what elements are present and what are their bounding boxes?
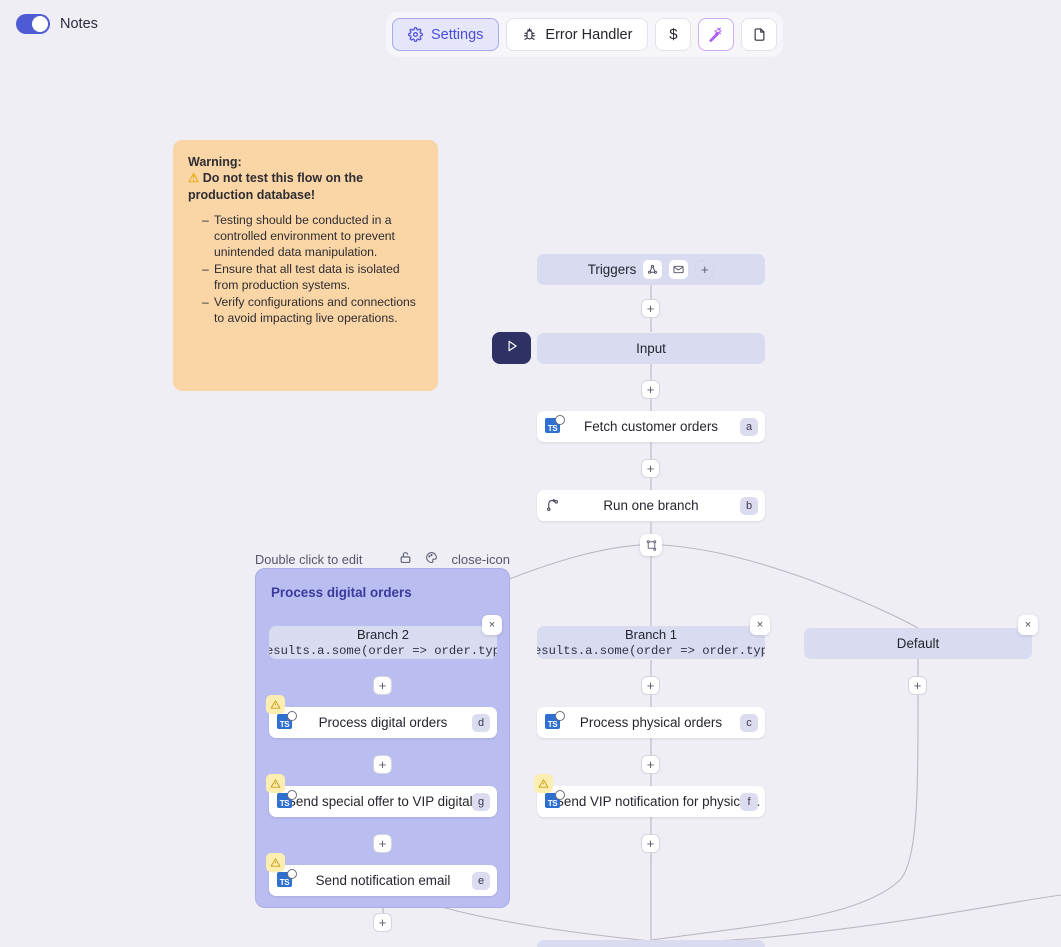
add-node-button[interactable]: + [373, 676, 392, 695]
merge-node-partial[interactable] [537, 940, 765, 947]
input-label: Input [636, 341, 666, 356]
typescript-icon: TS [277, 711, 297, 731]
group-hint-label: Double click to edit [255, 551, 363, 567]
branch-expression: results.a.some(order => order.type [537, 643, 765, 658]
typescript-icon: TS [545, 790, 565, 810]
node-label: Send special offer to VIP digital c... [287, 794, 495, 809]
note-headline: Do not test this flow on the production … [188, 171, 364, 202]
group-title: Process digital orders [271, 585, 412, 600]
settings-label: Settings [431, 26, 484, 43]
error-handler-button[interactable]: Error Handler [506, 18, 649, 51]
add-node-button[interactable]: + [373, 913, 392, 932]
node-label: Send VIP notification for physical... [555, 794, 762, 809]
add-node-button[interactable]: + [641, 676, 660, 695]
process-physical-orders-node[interactable]: TS Process physical orders c [537, 707, 765, 738]
mail-icon[interactable] [669, 260, 689, 279]
dollar-icon: $ [669, 26, 678, 43]
run-flow-button[interactable] [492, 332, 531, 364]
warning-triangle-icon[interactable] [266, 695, 285, 714]
add-node-button[interactable]: + [641, 459, 660, 478]
palette-icon[interactable] [425, 551, 438, 567]
node-badge: d [472, 713, 490, 732]
node-badge: g [472, 792, 490, 811]
remove-branch-2-button[interactable]: × [482, 615, 502, 635]
cost-button[interactable]: $ [655, 18, 692, 51]
node-label: Send notification email [315, 873, 451, 888]
branch-icon [545, 498, 560, 513]
note-bullet-list: Testing should be conducted in a control… [202, 212, 423, 327]
typescript-icon: TS [545, 415, 565, 435]
group-header[interactable]: Double click to edit close-icon [255, 551, 510, 567]
gear-icon [408, 27, 423, 42]
triggers-label: Triggers [587, 262, 637, 277]
add-node-button[interactable]: + [908, 676, 927, 695]
toggle-knob [32, 16, 48, 32]
split-branch-icon[interactable] [640, 534, 662, 556]
node-label: Run one branch [603, 498, 699, 513]
node-badge: f [740, 792, 758, 811]
branch-2-node[interactable]: Branch 2 results.a.some(order => order.t… [269, 626, 497, 659]
warning-triangle-icon[interactable] [266, 774, 285, 793]
branch-expression: results.a.some(order => order.type [269, 643, 497, 658]
unlock-icon[interactable] [399, 551, 412, 567]
node-label: Process physical orders [579, 715, 723, 730]
add-node-button[interactable]: + [641, 380, 660, 399]
list-item: Testing should be conducted in a control… [202, 212, 423, 260]
node-badge: b [740, 496, 758, 515]
list-item: Ensure that all test data is isolated fr… [202, 261, 423, 293]
warning-triangle-icon[interactable] [534, 774, 553, 793]
add-trigger-button[interactable]: + [695, 260, 715, 279]
typescript-icon: TS [545, 711, 565, 731]
fetch-customer-orders-node[interactable]: TS Fetch customer orders a [537, 411, 765, 442]
warning-triangle-icon[interactable] [266, 853, 285, 872]
webhook-icon[interactable] [643, 260, 663, 279]
bug-icon [522, 27, 537, 42]
notes-toggle-group[interactable]: Notes [16, 14, 98, 34]
document-icon [752, 27, 767, 42]
add-node-button[interactable]: + [373, 834, 392, 853]
branch-name: Branch 2 [356, 626, 410, 642]
node-badge: e [472, 871, 490, 890]
notes-toggle[interactable] [16, 14, 50, 34]
node-badge: a [740, 417, 758, 436]
input-node[interactable]: Input [537, 333, 765, 364]
triggers-node[interactable]: Triggers + [537, 254, 765, 285]
node-label: Fetch customer orders [584, 419, 718, 434]
default-branch-node[interactable]: Default [804, 628, 1032, 659]
remove-default-branch-button[interactable]: × [1018, 615, 1038, 635]
node-badge: c [740, 713, 758, 732]
magic-wand-button[interactable] [698, 18, 735, 51]
send-notification-email-node[interactable]: TS Send notification email e [269, 865, 497, 896]
warning-emoji-icon: ⚠ [188, 171, 200, 186]
typescript-icon: TS [277, 790, 297, 810]
add-node-button[interactable]: + [641, 834, 660, 853]
send-special-offer-node[interactable]: TS Send special offer to VIP digital c..… [269, 786, 497, 817]
close-icon[interactable]: close-icon [451, 551, 510, 567]
document-button[interactable] [741, 18, 778, 51]
error-handler-label: Error Handler [545, 26, 633, 43]
process-digital-orders-group[interactable]: Process digital orders [255, 568, 510, 908]
settings-button[interactable]: Settings [392, 18, 500, 51]
process-digital-orders-node[interactable]: TS Process digital orders d [269, 707, 497, 738]
notes-label: Notes [60, 16, 98, 32]
note-title: Warning: [188, 155, 242, 169]
branch-name: Branch 1 [624, 626, 678, 642]
add-node-button[interactable]: + [641, 299, 660, 318]
magic-wand-icon [708, 27, 724, 43]
play-icon [505, 339, 519, 358]
add-node-button[interactable]: + [641, 755, 660, 774]
send-vip-notification-node[interactable]: TS Send VIP notification for physical...… [537, 786, 765, 817]
branch-1-node[interactable]: Branch 1 results.a.some(order => order.t… [537, 626, 765, 659]
list-item: Verify configurations and connections to… [202, 294, 423, 326]
typescript-icon: TS [277, 869, 297, 889]
add-node-button[interactable]: + [373, 755, 392, 774]
run-one-branch-node[interactable]: Run one branch b [537, 490, 765, 521]
warning-note-card[interactable]: Warning: ⚠ Do not test this flow on the … [173, 140, 438, 391]
remove-branch-1-button[interactable]: × [750, 615, 770, 635]
branch-name: Default [896, 636, 940, 651]
top-toolbar[interactable]: Settings Error Handler $ [386, 12, 784, 57]
node-label: Process digital orders [318, 715, 448, 730]
